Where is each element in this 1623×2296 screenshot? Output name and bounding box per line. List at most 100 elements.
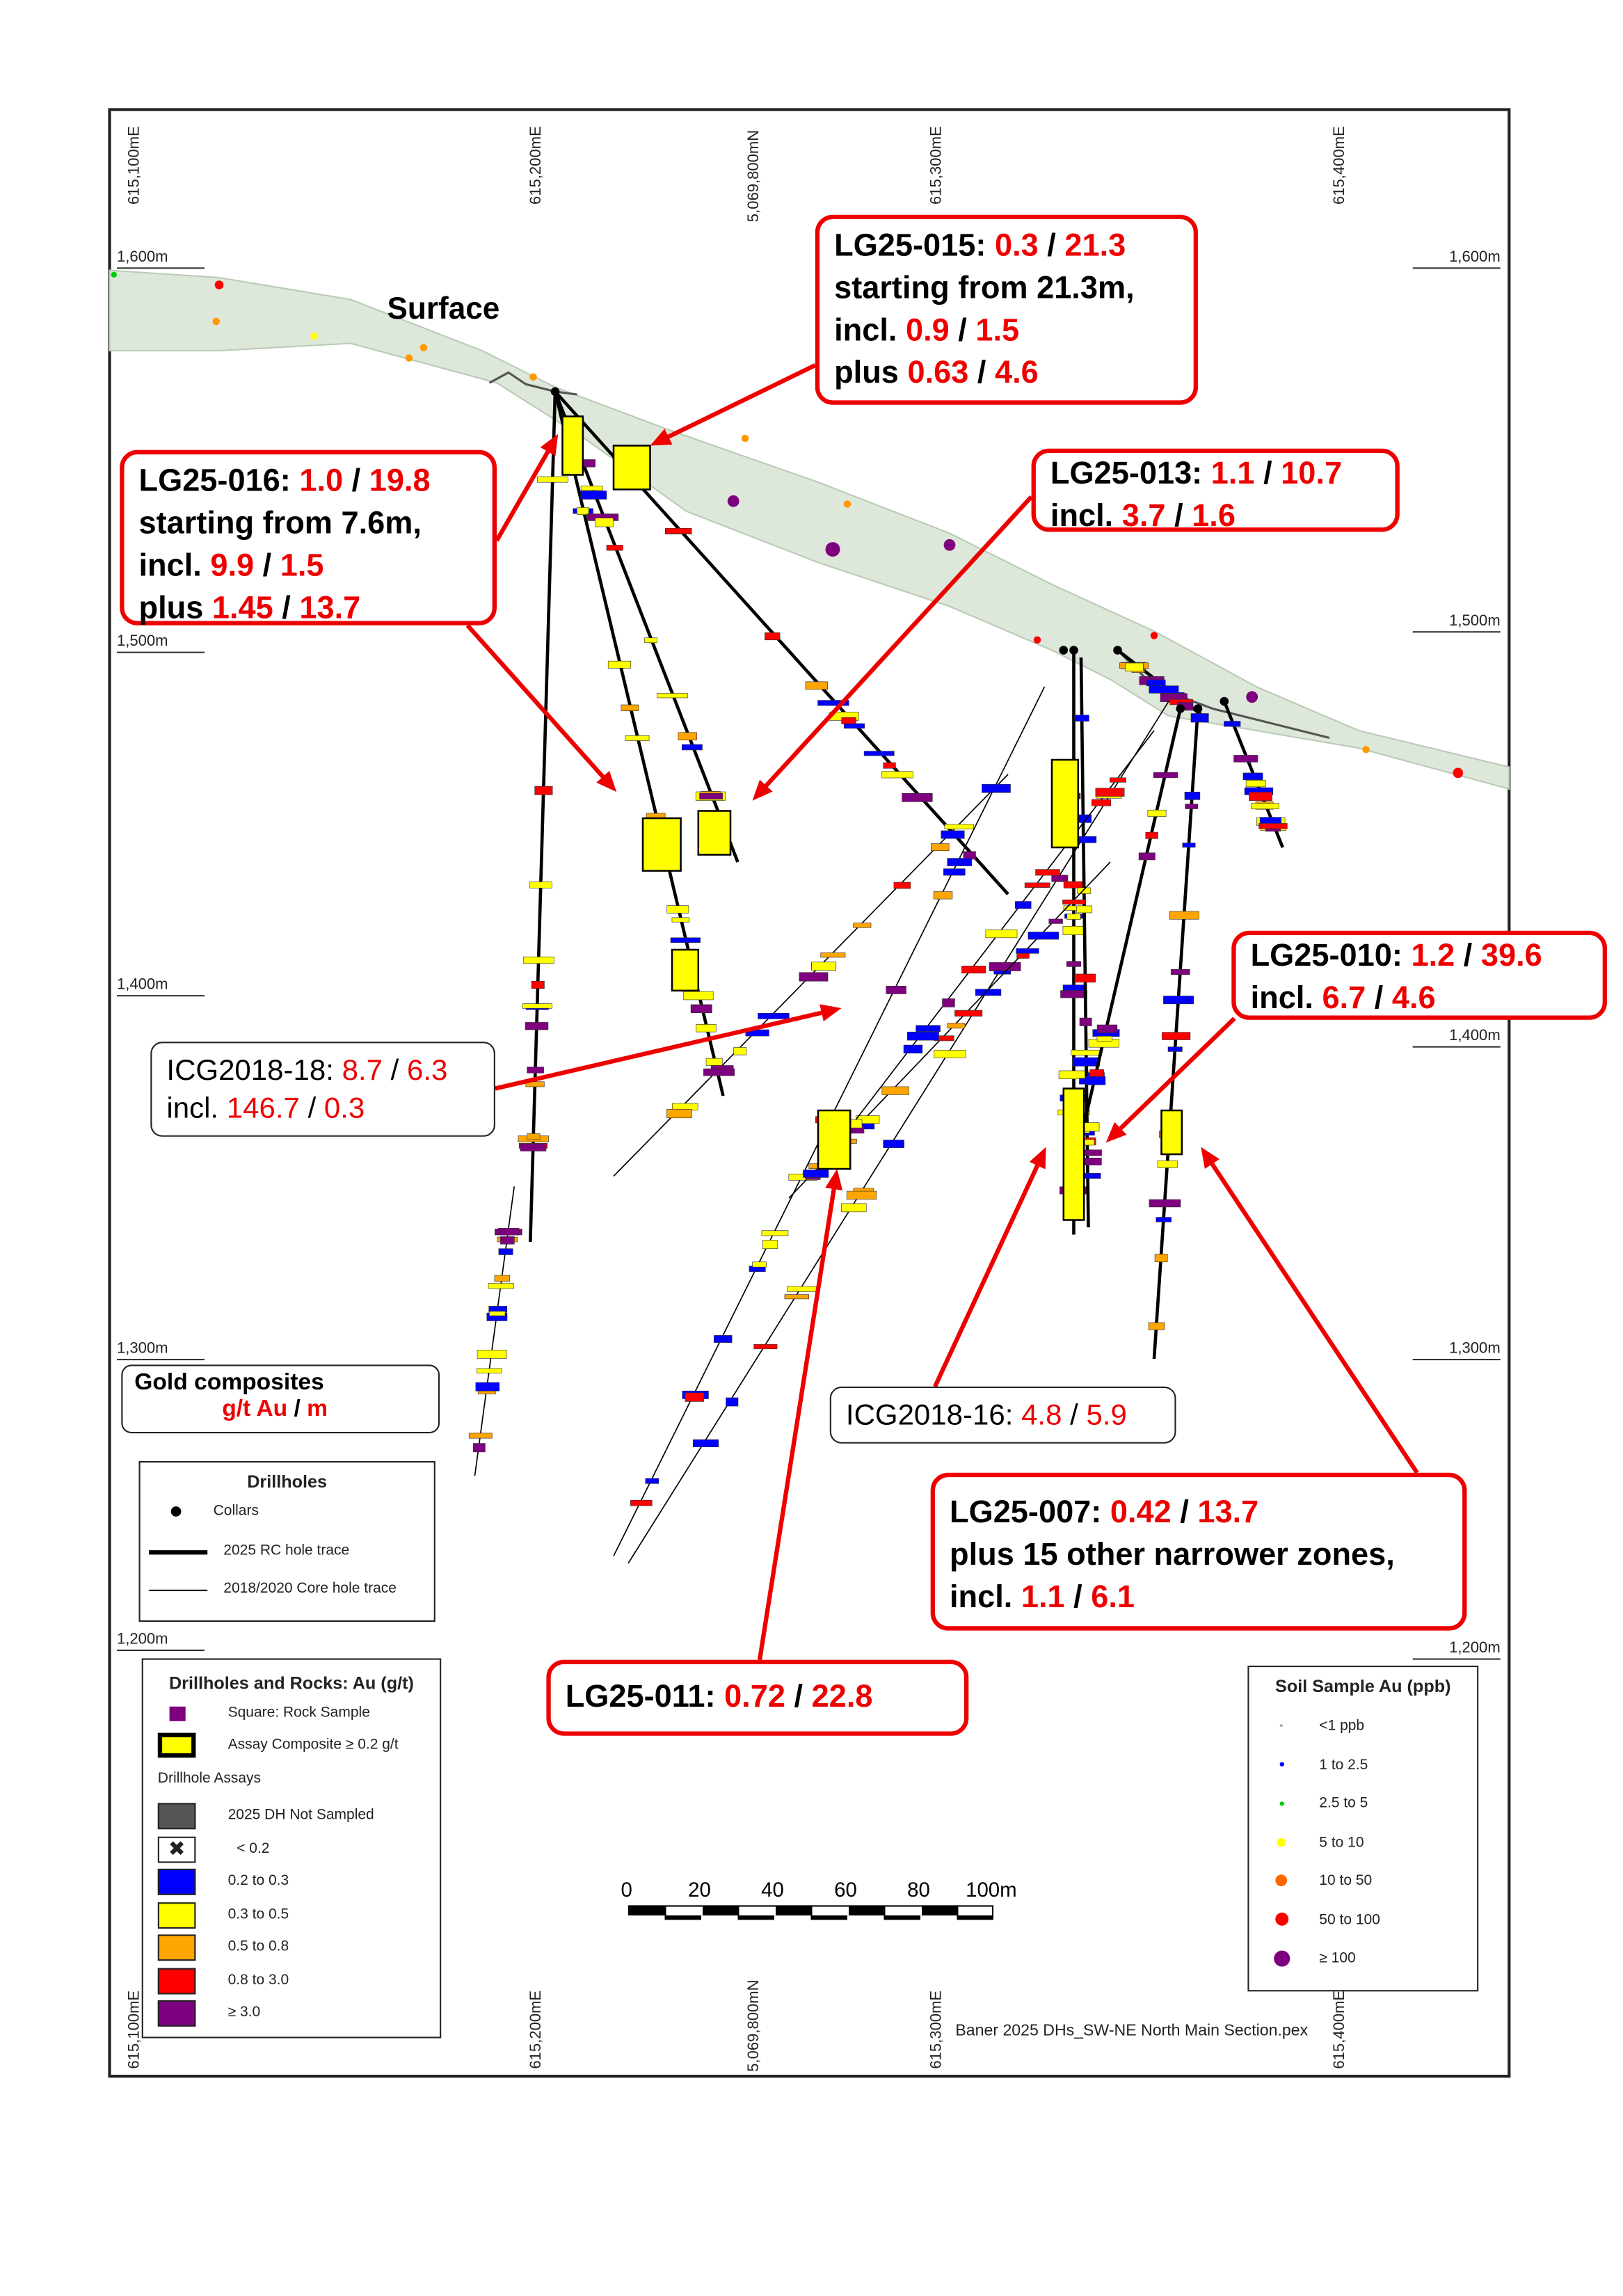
callout-text: incl. xyxy=(1250,980,1322,1016)
core-trace-icon xyxy=(149,1589,208,1591)
assay-interval xyxy=(477,1350,507,1359)
assay-swatch xyxy=(157,1967,196,1994)
assay-interval xyxy=(1096,1024,1118,1033)
assay-interval xyxy=(1085,1076,1106,1085)
assay-interval xyxy=(1016,948,1039,954)
assay-interval xyxy=(1185,804,1199,809)
assay-interval xyxy=(1051,875,1069,882)
assay-interval xyxy=(881,771,913,779)
soil-sample-dot xyxy=(1362,746,1370,754)
assay-interval xyxy=(846,1190,877,1200)
assay-label: 0.2 to 0.3 xyxy=(227,1873,289,1890)
arrowhead-icon xyxy=(820,1004,842,1021)
soil-legend-item: 1 to 2.5 xyxy=(1249,1753,1477,1782)
rc-hole-trace xyxy=(1072,708,1183,1170)
assay-interval xyxy=(580,486,603,491)
assay-interval xyxy=(934,1050,966,1058)
elevation-label: 1,400m xyxy=(117,976,205,997)
assay-swatch xyxy=(157,1902,196,1928)
assay-interval xyxy=(787,1286,817,1292)
assay-interval xyxy=(1015,901,1032,909)
soil-sample-dot xyxy=(405,354,413,362)
collar-icon xyxy=(170,1506,182,1517)
assay-interval xyxy=(1146,679,1166,687)
collar-marker xyxy=(1059,646,1069,655)
assay-interval xyxy=(606,545,623,551)
callout-text: / xyxy=(785,1678,812,1714)
topography-line xyxy=(488,371,577,396)
legend-subtitle: Drillhole Assays xyxy=(157,1771,262,1787)
northing-label-top: 5,069,800mN xyxy=(745,129,763,223)
soil-dot-icon xyxy=(1275,1874,1288,1887)
assay-interval xyxy=(498,1248,513,1255)
callout-value: 4.6 xyxy=(995,355,1039,390)
assay-interval xyxy=(494,1275,510,1282)
callout-value: 1.6 xyxy=(1192,498,1236,534)
assay-interval xyxy=(527,1133,541,1140)
assay-interval xyxy=(1048,918,1063,924)
assay-interval xyxy=(666,1108,692,1119)
soil-sample-dot xyxy=(111,271,117,278)
callout-text: / xyxy=(1366,980,1392,1016)
assay-interval xyxy=(733,1047,747,1055)
soil-sample-dot xyxy=(1246,691,1258,703)
soil-dot-icon xyxy=(1274,1912,1288,1926)
assay-legend-item: 0.2 to 0.3 xyxy=(143,1868,440,1898)
assay-interval xyxy=(1062,925,1085,935)
assay-interval xyxy=(863,751,895,756)
assay-legend-item: ✖< 0.2 xyxy=(143,1835,440,1865)
callout-line: plus 15 other narrower zones, xyxy=(950,1534,1448,1577)
assay-interval xyxy=(1096,1036,1112,1042)
drillholes-legend-title: Drillholes xyxy=(247,1471,328,1492)
callout-value: 10.7 xyxy=(1281,456,1343,491)
assay-interval xyxy=(906,1031,939,1041)
assay-interval xyxy=(625,735,650,741)
assay-interval xyxy=(961,966,986,974)
callout-line: incl. 3.7 / 1.6 xyxy=(1050,495,1381,538)
callout-value: 0.63 xyxy=(907,355,969,390)
assay-interval xyxy=(497,1227,520,1236)
callout-text: starting from 7.6m, xyxy=(138,505,422,541)
assay-interval xyxy=(752,1261,767,1268)
callout-line: plus 1.45 / 13.7 xyxy=(138,587,477,630)
callout-text: / xyxy=(382,1055,407,1087)
callout-text: / xyxy=(1165,498,1192,534)
assay-interval xyxy=(713,1335,733,1343)
callout-text: LG25-007: xyxy=(949,1494,1110,1530)
elevation-label: 1,300m xyxy=(117,1340,205,1361)
assay-interval xyxy=(1145,831,1158,839)
assay-interval xyxy=(886,986,906,994)
callout-text: / xyxy=(1064,1579,1092,1615)
callout-value: 6.1 xyxy=(1091,1579,1135,1615)
callout-text: incl. xyxy=(166,1092,227,1125)
soil-sample-dot xyxy=(1453,767,1464,779)
soil-sample-dot xyxy=(825,542,840,557)
assay-interval xyxy=(1190,713,1209,723)
assay-interval xyxy=(1079,1017,1092,1026)
assay-interval xyxy=(883,762,896,769)
assay-interval xyxy=(1224,721,1241,727)
easting-label-bottom: 615,100mE xyxy=(125,1990,143,2069)
assay-interval xyxy=(1095,788,1125,797)
callout-text: LG25-013: xyxy=(1050,456,1211,491)
callout-text: starting from 21.3m, xyxy=(834,270,1135,305)
assay-interval xyxy=(1024,882,1050,888)
assay-interval xyxy=(765,632,781,641)
callout-text: / xyxy=(299,1092,324,1125)
assay-interval xyxy=(916,1025,941,1032)
callout-value: 1.2 xyxy=(1411,938,1455,973)
scale-tick: 40 xyxy=(761,1877,784,1902)
assay-interval xyxy=(954,1010,983,1017)
assay-interval xyxy=(1149,685,1179,694)
callout-value: 146.7 xyxy=(226,1092,300,1125)
assay-interval xyxy=(665,527,691,534)
callout-value: 39.6 xyxy=(1480,938,1542,973)
callout-value: 0.3 xyxy=(994,228,1039,263)
easting-label-top: 615,100mE xyxy=(125,126,143,205)
callout-line: plus 0.63 / 4.6 xyxy=(834,352,1179,394)
soil-label: 1 to 2.5 xyxy=(1319,1757,1368,1773)
